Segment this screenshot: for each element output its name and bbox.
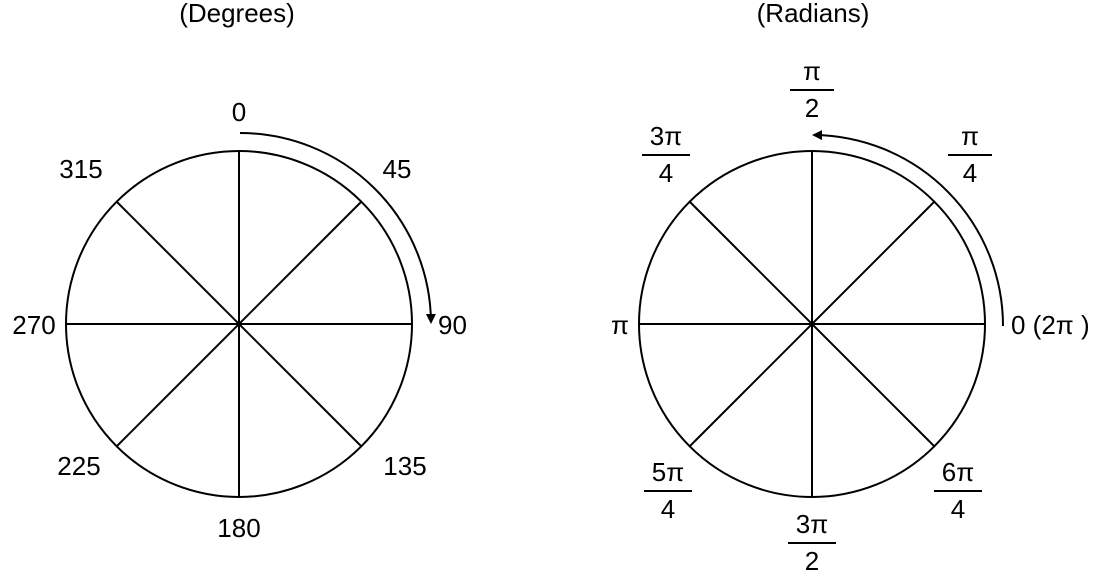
radian-label-3pi-over-4-numerator: 3π [650,121,682,151]
degree-label-270: 270 [12,310,55,340]
radians-heading: (Radians) [756,0,870,28]
radian-label-pi-over-2: π 2 [790,56,834,123]
radian-label-pi-over-4-numerator: π [961,121,979,151]
radian-label-5pi-over-4: 5π 4 [644,457,692,524]
radian-label-5pi-over-4-numerator: 5π [652,457,684,487]
radian-label-pi-over-4-denominator: 4 [963,158,977,188]
radians-spoke-diagonal-b [689,201,935,447]
degrees-spoke-diagonal-b [116,201,362,447]
radian-label-3pi-over-4: 3π 4 [642,121,690,188]
radian-label-3pi-over-2-denominator: 2 [805,546,819,576]
radian-label-3pi-over-2: 3π 2 [788,509,836,576]
radian-label-6pi-over-4-numerator: 6π [942,457,974,487]
radian-label-3pi-over-2-numerator: 3π [796,509,828,539]
radian-label-pi-over-2-numerator: π [803,56,821,86]
degree-label-225: 225 [57,451,100,481]
radian-label-zero-two-pi: 0 (2π ) [1011,310,1090,340]
radian-label-pi-over-4: π 4 [948,121,992,188]
degree-label-90: 90 [438,310,467,340]
degree-label-45: 45 [383,154,412,184]
radian-label-6pi-over-4: 6π 4 [934,457,982,524]
radian-label-pi-over-2-denominator: 2 [805,93,819,123]
radian-label-6pi-over-4-denominator: 4 [951,494,965,524]
clockwise-arrow [239,132,436,324]
degree-label-0: 0 [232,97,246,127]
radian-label-pi: π [611,310,629,340]
degree-label-135: 135 [383,451,426,481]
radian-label-5pi-over-4-denominator: 4 [661,494,675,524]
degrees-heading: (Degrees) [179,0,295,28]
radians-wheel: π 2 π 4 0 (2π ) 6π 4 3π 2 5π 4 [611,56,1090,576]
radian-label-3pi-over-4-denominator: 4 [659,158,673,188]
degrees-wheel: 0 45 90 135 180 225 270 315 [12,97,467,543]
degree-label-315: 315 [59,154,102,184]
degree-label-180: 180 [217,513,260,543]
counterclockwise-arrow [812,130,1004,327]
